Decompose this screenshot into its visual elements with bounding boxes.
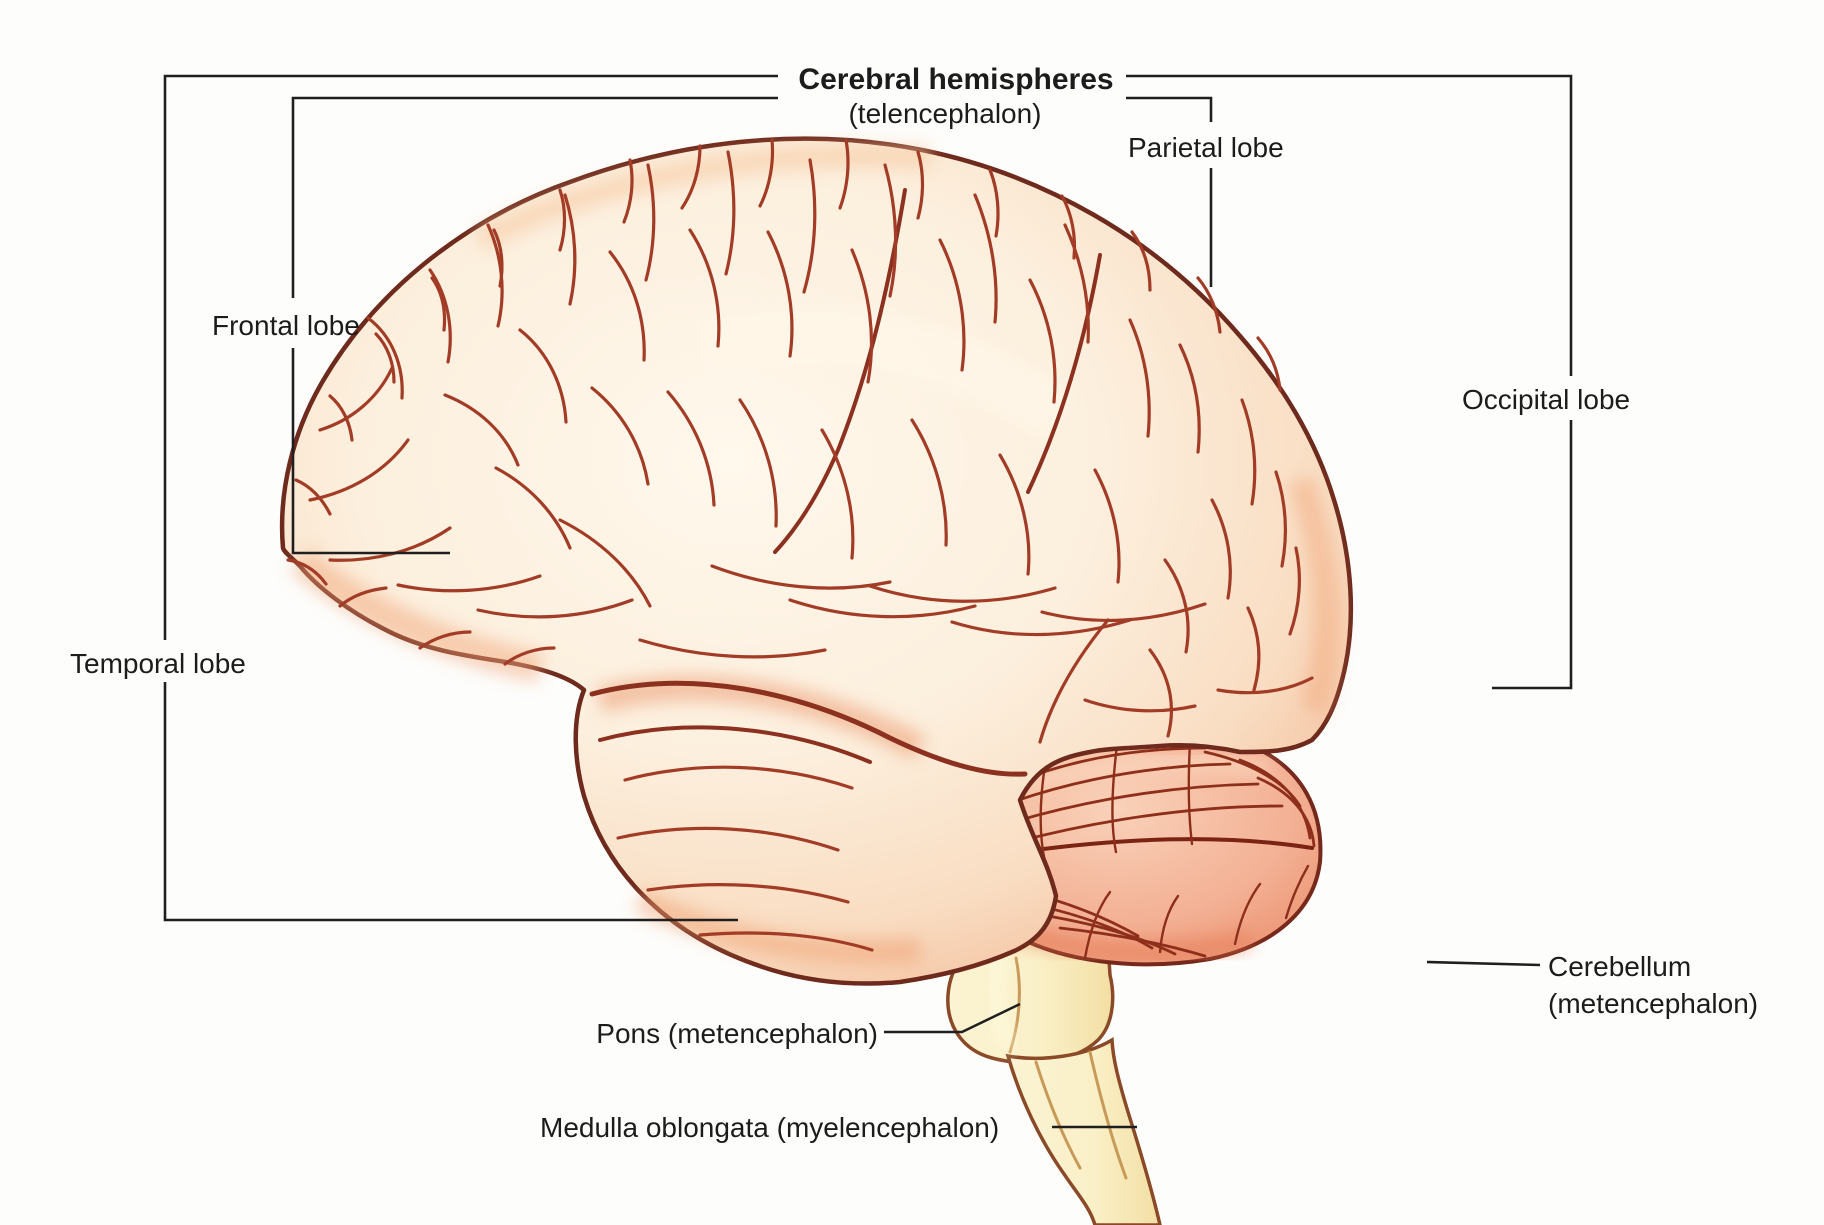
label-pons: Pons (metencephalon)	[596, 1018, 878, 1049]
cerebrum	[279, 136, 1354, 986]
label-parietal-lobe: Parietal lobe	[1128, 132, 1284, 163]
label-frontal-lobe: Frontal lobe	[212, 310, 360, 341]
leader-frontal-lower	[291, 348, 450, 555]
leader-temporal-upper	[163, 74, 778, 640]
label-temporal-lobe: Temporal lobe	[70, 648, 246, 679]
label-occipital-lobe: Occipital lobe	[1462, 384, 1631, 415]
gyri-notches	[286, 138, 1282, 666]
leader-occipital-lower	[1492, 420, 1573, 690]
leader-cerebellum	[1426, 960, 1541, 967]
medulla-shape	[1005, 1037, 1162, 1225]
label-medulla-oblongata: Medulla oblongata (myelencephalon)	[540, 1112, 1000, 1143]
leader-frontal-upper	[291, 96, 778, 298]
cerebrum-shape	[279, 136, 1354, 986]
label-cerebellum-line2: (metencephalon)	[1548, 987, 1759, 1019]
sulci-lines	[308, 150, 1314, 952]
label-telencephalon: (telencephalon)	[848, 98, 1042, 129]
leader-pons	[884, 1002, 1021, 1034]
label-cerebellum: Cerebellum (metencephalon)	[1548, 949, 1758, 1023]
label-cerebral-hemispheres: Cerebral hemispheres	[798, 63, 1114, 96]
leader-temporal-lower	[163, 682, 738, 922]
pons-highlight	[987, 948, 1018, 1053]
label-cerebellum-line1: Cerebellum	[1548, 951, 1692, 982]
leader-lines	[163, 74, 1573, 1129]
leader-occipital-upper	[1126, 74, 1573, 376]
leader-parietal-upper	[1126, 96, 1213, 122]
